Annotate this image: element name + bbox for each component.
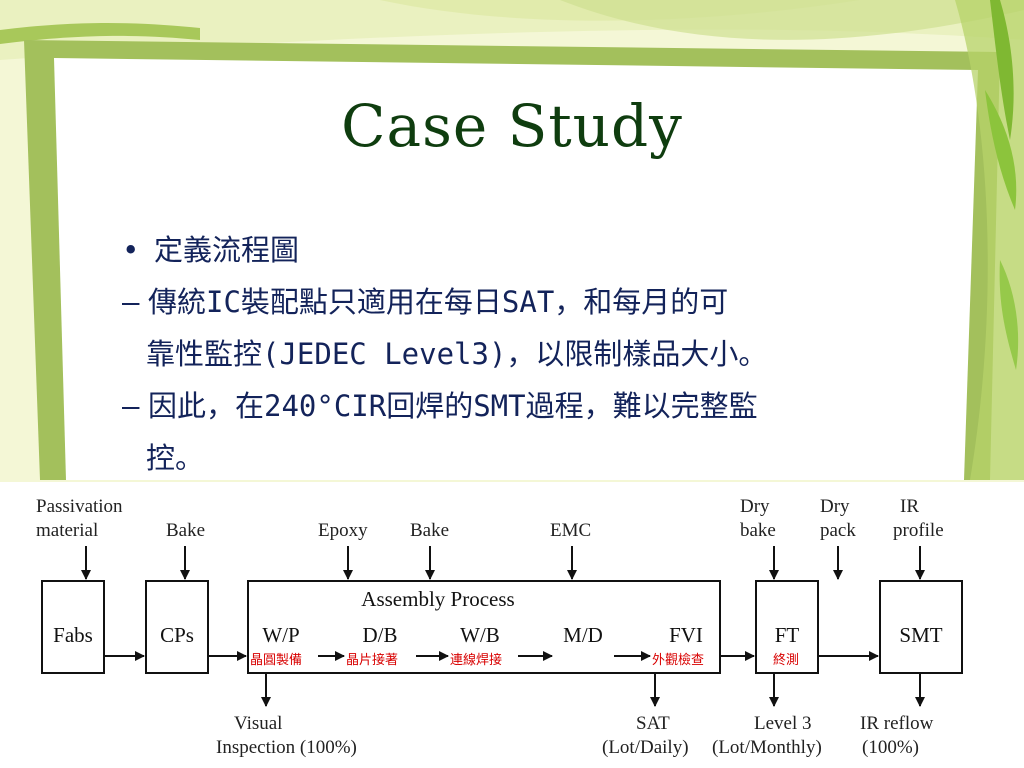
input-bake-2: Bake — [410, 520, 449, 541]
slide-title: Case Study — [341, 92, 683, 160]
input-passivation-line-2: material — [36, 520, 98, 541]
output-irreflow-line-2: (100%) — [862, 737, 919, 758]
cps-box — [145, 580, 209, 674]
input-irprofile-line-1: IR — [900, 496, 919, 517]
db-label: D/B — [362, 623, 397, 647]
wp-label: W/P — [262, 623, 299, 647]
wp-zh-label: 晶圓製備 — [250, 652, 302, 668]
db-zh-label: 晶片接著 — [346, 652, 398, 668]
wb-zh-label: 連線焊接 — [450, 652, 502, 668]
output-sat-line-2: (Lot/Daily) — [602, 737, 689, 758]
assembly-process-title: Assembly Process — [361, 587, 514, 611]
bullet-text: 定義流程圖 — [154, 233, 300, 267]
fvi-label: FVI — [669, 623, 703, 647]
bullet-item: • 定義流程圖 — [122, 224, 952, 276]
smt-box — [879, 580, 963, 674]
sub-bullet-2-line-2: 控。 — [146, 441, 205, 475]
smt-label: SMT — [899, 623, 942, 647]
process-flow-diagram: Passivation material Bake Epoxy Bake EMC… — [0, 482, 1024, 768]
sub-bullet-1: –傳統IC裝配點只適用在每日SAT，和每月的可 — [122, 276, 952, 328]
ft-zh-label: 終測 — [773, 652, 799, 668]
output-level3-line-1: Level 3 — [754, 713, 812, 734]
output-irreflow-line-1: IR reflow — [860, 713, 934, 734]
ft-label: FT — [775, 623, 800, 647]
input-passivation-line-1: Passivation — [36, 496, 123, 517]
dash-mark: – — [122, 285, 140, 319]
output-visual-line-1: Visual — [234, 713, 282, 734]
input-emc: EMC — [550, 520, 591, 541]
fabs-label: Fabs — [53, 623, 93, 647]
bullet-mark: • — [122, 233, 140, 267]
input-bake-1: Bake — [166, 520, 205, 541]
md-label: M/D — [563, 623, 603, 647]
cps-label: CPs — [160, 623, 194, 647]
fvi-zh-label: 外觀檢查 — [652, 652, 704, 668]
input-epoxy: Epoxy — [318, 520, 368, 541]
output-sat-line-1: SAT — [636, 713, 670, 734]
sub-bullet-2-line-1: 因此，在240°CIR回焊的SMT過程，難以完整監 — [148, 389, 758, 423]
output-level3-line-2: (Lot/Monthly) — [712, 737, 822, 758]
input-drybake-line-2: bake — [740, 520, 776, 541]
sub-bullet-1-line-1: 傳統IC裝配點只適用在每日SAT，和每月的可 — [148, 285, 729, 319]
input-drypack-line-1: Dry — [820, 496, 850, 517]
sub-bullet-1-line-2: 靠性監控(JEDEC Level3)，以限制樣品大小。 — [146, 337, 768, 371]
input-irprofile-line-2: profile — [893, 520, 944, 541]
ft-box — [755, 580, 819, 674]
bullet-list: •定義流程圖 –傳統IC裝配點只適用在每日SAT，和每月的可 靠性監控(JEDE… — [122, 224, 952, 484]
dash-mark: – — [122, 389, 140, 423]
input-drypack-line-2: pack — [820, 520, 856, 541]
sub-bullet-2-cont: 控。 — [122, 432, 952, 484]
wb-label: W/B — [460, 623, 500, 647]
output-visual-line-2: Inspection (100%) — [216, 737, 357, 758]
sub-bullet-2: –因此，在240°CIR回焊的SMT過程，難以完整監 — [122, 380, 952, 432]
input-drybake-line-1: Dry — [740, 496, 770, 517]
sub-bullet-1-cont: 靠性監控(JEDEC Level3)，以限制樣品大小。 — [122, 328, 952, 380]
fabs-box — [41, 580, 105, 674]
